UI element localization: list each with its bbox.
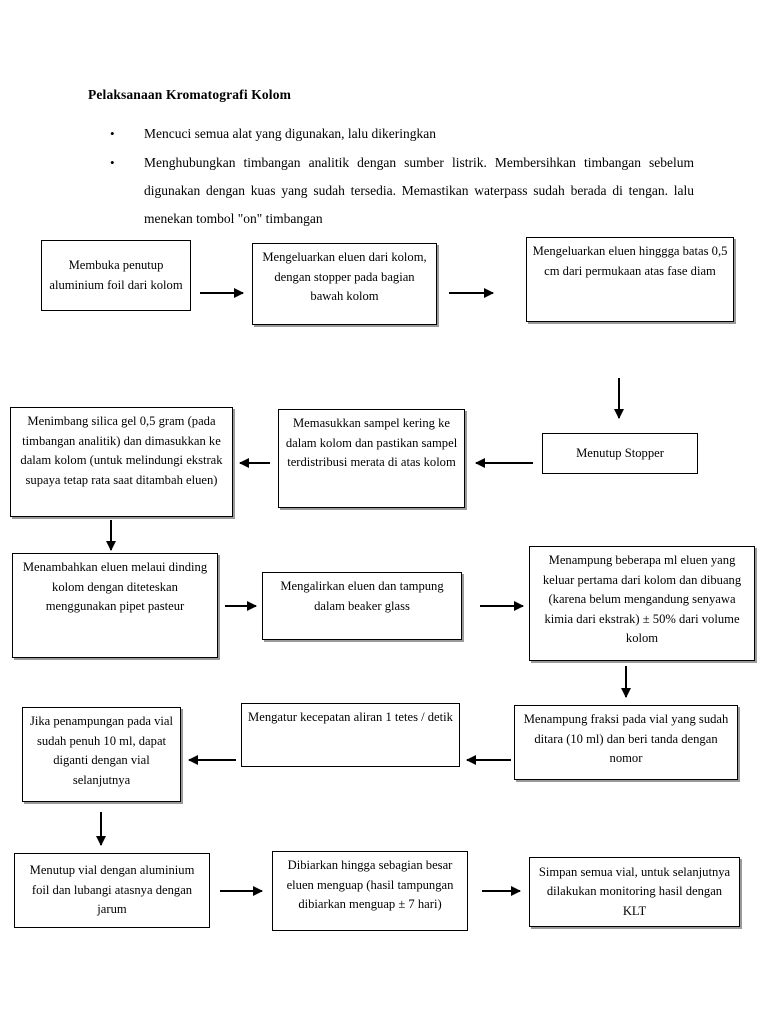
flow-box-text: Menutup Stopper bbox=[576, 445, 664, 460]
arrow-b06-to-b07 bbox=[106, 520, 116, 551]
flow-box-menimbang-silica-gel: Menimbang silica gel 0,5 gram (pada timb… bbox=[10, 407, 233, 517]
bullet-icon: • bbox=[110, 126, 115, 141]
arrow-b05-to-b06 bbox=[239, 458, 270, 468]
arrow-b03-to-b04 bbox=[614, 378, 624, 419]
flow-box-menutup-vial: Menutup vial dengan aluminium foil dan l… bbox=[14, 853, 210, 928]
flow-box-text: Mengatur kecepatan aliran 1 tetes / deti… bbox=[248, 710, 453, 724]
arrow-b08-to-b09 bbox=[480, 601, 524, 611]
arrow-b11-to-b12 bbox=[188, 755, 236, 765]
arrow-b02-to-b03 bbox=[449, 288, 494, 298]
flow-box-text: Simpan semua vial, untuk selanjutnya dil… bbox=[538, 864, 731, 918]
arrow-b14-to-b15 bbox=[482, 886, 521, 896]
flow-box-text: Menimbang silica gel 0,5 gram (pada timb… bbox=[20, 414, 223, 487]
page-title: Pelaksanaan Kromatografi Kolom bbox=[88, 87, 291, 102]
arrow-b01-to-b02 bbox=[200, 288, 244, 298]
flow-box-membuka-penutup: Membuka penutup aluminium foil dari kolo… bbox=[41, 240, 191, 311]
arrow-b12-to-b13 bbox=[96, 812, 106, 846]
flow-box-text: Menampung beberapa ml eluen yang keluar … bbox=[542, 553, 742, 645]
list-item: • Mencuci semua alat yang digunakan, lal… bbox=[104, 120, 694, 148]
flow-box-text: Dibiarkan hingga sebagian besar eluen me… bbox=[286, 858, 454, 911]
flow-box-mengeluarkan-eluen-batas: Mengeluarkan eluen hinggga batas 0,5 cm … bbox=[526, 237, 734, 322]
flow-box-text: Jika penampungan pada vial sudah penuh 1… bbox=[29, 714, 174, 787]
flow-box-menutup-stopper: Menutup Stopper bbox=[542, 433, 698, 474]
flow-box-memasukkan-sampel: Memasukkan sampel kering ke dalam kolom … bbox=[278, 409, 465, 508]
list-item-text: Menghubungkan timbangan analitik dengan … bbox=[144, 155, 694, 226]
arrow-b10-to-b11 bbox=[466, 755, 511, 765]
list-item-text: Mencuci semua alat yang digunakan, lalu … bbox=[144, 126, 437, 141]
intro-bullet-list: • Mencuci semua alat yang digunakan, lal… bbox=[104, 120, 694, 233]
arrow-b09-to-b10 bbox=[621, 666, 631, 698]
flow-box-dibiarkan-menguap: Dibiarkan hingga sebagian besar eluen me… bbox=[272, 851, 468, 931]
arrow-b13-to-b14 bbox=[220, 886, 263, 896]
flow-box-text: Mengalirkan eluen dan tampung dalam beak… bbox=[280, 579, 444, 613]
flow-box-text: Mengeluarkan eluen hinggga batas 0,5 cm … bbox=[532, 244, 728, 278]
flow-box-text: Mengeluarkan eluen dari kolom, dengan st… bbox=[262, 250, 427, 303]
flow-box-text: Menutup vial dengan aluminium foil dan l… bbox=[29, 863, 195, 917]
flow-box-text: Membuka penutup aluminium foil dari kolo… bbox=[49, 258, 183, 292]
flow-box-text: Menampung fraksi pada vial yang sudah di… bbox=[523, 712, 729, 765]
flow-box-text: Menambahkan eluen melaui dinding kolom d… bbox=[22, 560, 208, 613]
flow-box-jika-penampungan-penuh: Jika penampungan pada vial sudah penuh 1… bbox=[22, 707, 181, 802]
flow-box-menambahkan-eluen: Menambahkan eluen melaui dinding kolom d… bbox=[12, 553, 218, 658]
flow-box-mengeluarkan-eluen-stopper: Mengeluarkan eluen dari kolom, dengan st… bbox=[252, 243, 437, 325]
flow-box-mengatur-kecepatan: Mengatur kecepatan aliran 1 tetes / deti… bbox=[241, 703, 460, 767]
flow-box-simpan-semua-vial: Simpan semua vial, untuk selanjutnya dil… bbox=[529, 857, 740, 927]
flow-box-menampung-fraksi: Menampung fraksi pada vial yang sudah di… bbox=[514, 705, 738, 780]
flow-box-menampung-eluen-pertama: Menampung beberapa ml eluen yang keluar … bbox=[529, 546, 755, 661]
flow-box-mengalirkan-eluen: Mengalirkan eluen dan tampung dalam beak… bbox=[262, 572, 462, 640]
list-item: • Menghubungkan timbangan analitik denga… bbox=[104, 149, 694, 233]
arrow-b07-to-b08 bbox=[225, 601, 257, 611]
flow-box-text: Memasukkan sampel kering ke dalam kolom … bbox=[285, 416, 458, 469]
arrow-b04-to-b05 bbox=[475, 458, 533, 468]
bullet-icon: • bbox=[110, 155, 115, 170]
